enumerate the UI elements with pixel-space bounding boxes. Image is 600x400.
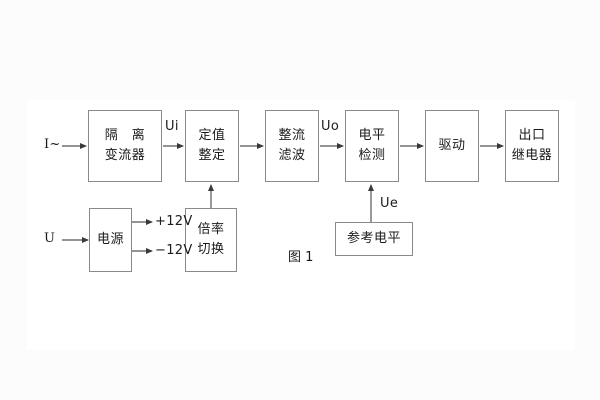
- block-isolation-line2: 变流器: [104, 148, 146, 163]
- block-level-detect-line2: 检测: [358, 148, 386, 163]
- block-rectify-line2: 滤波: [278, 148, 306, 163]
- label-input-current: I~: [44, 137, 61, 152]
- block-reference-level-line1: 参考电平: [346, 230, 401, 246]
- block-isolation[interactable]: 隔 离 变流器: [88, 110, 162, 182]
- block-rectify-line1: 整流: [278, 127, 306, 143]
- block-drive[interactable]: 驱动: [425, 110, 479, 182]
- label-rail-positive: +12V: [155, 214, 193, 229]
- block-ratio-switch-line2: 切换: [197, 242, 225, 257]
- block-isolation-line1: 隔 离: [104, 127, 146, 143]
- block-rectify-filter[interactable]: 整流 滤波: [265, 110, 319, 182]
- label-signal-uo: Uo: [321, 119, 340, 134]
- label-rail-negative: −12V: [155, 243, 193, 258]
- block-level-detect[interactable]: 电平 检测: [345, 110, 399, 182]
- figure-caption: 图 1: [288, 250, 314, 265]
- block-ratio-switch[interactable]: 倍率 切换: [185, 208, 237, 272]
- block-output-relay-line1: 出口: [518, 127, 546, 143]
- label-signal-ue: Ue: [380, 196, 399, 211]
- block-reference-level[interactable]: 参考电平: [335, 222, 413, 256]
- block-drive-line1: 驱动: [438, 137, 466, 153]
- block-ratio-switch-line1: 倍率: [197, 221, 225, 237]
- block-level-detect-line1: 电平: [358, 127, 386, 143]
- block-setting-line1: 定值: [198, 127, 226, 143]
- label-input-voltage: U: [44, 231, 56, 246]
- block-output-relay[interactable]: 出口 继电器: [505, 110, 559, 182]
- block-power-supply[interactable]: 电源: [89, 208, 132, 272]
- block-setting-line2: 整定: [198, 148, 226, 163]
- block-setting[interactable]: 定值 整定: [185, 110, 239, 182]
- block-power-supply-line1: 电源: [96, 231, 124, 247]
- block-output-relay-line2: 继电器: [511, 148, 553, 163]
- label-signal-ui: Ui: [165, 119, 179, 134]
